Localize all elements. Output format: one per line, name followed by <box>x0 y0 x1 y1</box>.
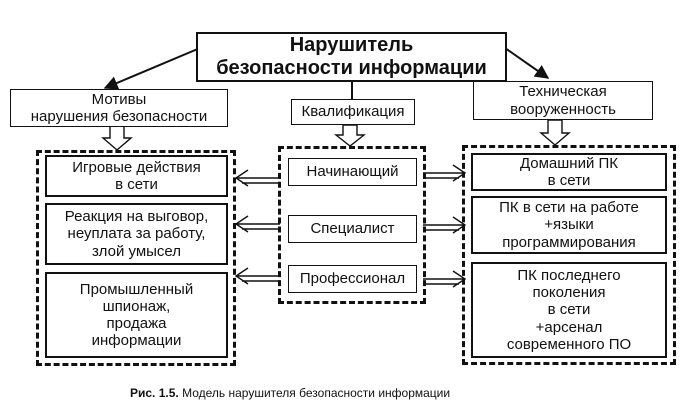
motive-item-3-line-3: продажа <box>106 315 167 332</box>
motive-item-2-line-2: неуплата за работу, <box>67 225 206 243</box>
qualification-item-1-text: Начинающий <box>306 163 399 181</box>
arrow-right-row-2 <box>423 216 467 234</box>
qualification-item-2-text: Специалист <box>310 220 395 238</box>
motive-item-3: Промышленный шпионаж, продажа информации <box>45 272 228 358</box>
motive-item-3-line-2: шпионаж, <box>102 297 171 315</box>
arrow-left-row-3 <box>234 267 280 285</box>
qualification-heading: Квалификация <box>291 99 415 125</box>
qualification-item-3-text: Профессионал <box>299 270 406 288</box>
motive-item-2-line-3: злой умысел <box>91 242 182 260</box>
equipment-item-2: ПК в сети на работе +языки программирова… <box>471 196 667 254</box>
motive-item-2-line-1: Реакция на выговор, <box>64 208 209 226</box>
figure-caption-text: Модель нарушителя безопасности информаци… <box>182 386 451 400</box>
motive-item-1: Игровые действия в сети <box>45 155 228 197</box>
equipment-heading-line-2: вооруженность <box>510 100 616 118</box>
equipment-item-1-line-2: в сети <box>547 172 591 189</box>
equipment-group <box>462 145 676 365</box>
motive-item-3-line-4: информации <box>91 332 182 350</box>
qualification-item-3: Профессионал <box>288 265 417 293</box>
qualification-group <box>278 146 426 304</box>
arrow-title-to-motives <box>103 47 201 90</box>
qualification-heading-text: Квалификация <box>301 103 405 121</box>
equipment-item-3-line-2: поколения <box>532 284 606 302</box>
equipment-item-3-line-5: современного ПО <box>506 335 632 353</box>
equipment-heading-line-1: Техническая <box>519 83 607 101</box>
arrow-title-to-equipment <box>504 47 550 79</box>
title-line-1: Нарушитель <box>289 34 414 56</box>
equipment-item-1-line-1: Домашний ПК <box>519 154 619 172</box>
qualification-item-2: Специалист <box>288 215 417 243</box>
motive-item-1-line-2: в сети <box>115 176 158 193</box>
block-arrow-motives <box>101 125 133 151</box>
arrow-left-row-1 <box>234 169 280 187</box>
title-box: Нарушитель безопасности информации <box>196 32 507 82</box>
block-arrow-equipment <box>539 119 571 146</box>
equipment-item-3-line-1: ПК последнего <box>517 266 621 284</box>
figure-caption: Рис. 1.5. Модель нарушителя безопасности… <box>130 386 450 400</box>
arrow-right-row-1 <box>423 164 467 182</box>
equipment-item-2-line-3: программирования <box>502 233 636 251</box>
equipment-heading: Техническая вооруженность <box>473 81 653 120</box>
qualification-item-1: Начинающий <box>288 158 417 186</box>
motives-heading-line-1: Мотивы <box>91 90 147 108</box>
motives-group <box>36 150 236 366</box>
motive-item-1-line-1: Игровые действия <box>72 158 201 176</box>
block-arrow-qualification <box>333 124 367 147</box>
equipment-item-1: Домашний ПК в сети <box>471 153 667 191</box>
equipment-item-2-line-1: ПК в сети на работе <box>499 199 639 217</box>
equipment-item-3-line-4: +арсенал <box>535 318 603 336</box>
arrow-left-row-2 <box>234 215 280 233</box>
arrow-right-row-3 <box>423 270 467 288</box>
equipment-item-3: ПК последнего поколения в сети +арсенал … <box>471 262 667 358</box>
figure-caption-label: Рис. 1.5. <box>130 386 179 400</box>
equipment-item-2-line-2: +языки <box>544 216 594 234</box>
motives-heading-line-2: нарушения безопасности <box>30 108 208 125</box>
motive-item-2: Реакция на выговор, неуплата за работу, … <box>45 203 228 265</box>
title-line-2: безопасности информации <box>216 57 487 79</box>
motives-heading: Мотивы нарушения безопасности <box>10 89 228 127</box>
motive-item-3-line-1: Промышленный <box>79 280 194 298</box>
equipment-item-3-line-3: в сети <box>547 301 591 319</box>
